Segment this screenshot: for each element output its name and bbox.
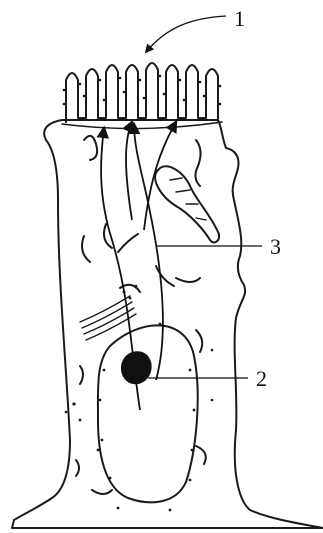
label-1: 1 (234, 6, 245, 31)
microvilli (63, 63, 222, 122)
label-3: 3 (270, 234, 281, 259)
cell-membrane (12, 120, 323, 528)
terminal-web (62, 122, 222, 129)
label-1-arrow (146, 16, 226, 52)
label-2: 2 (256, 366, 267, 391)
mitochondrion (155, 166, 219, 242)
nucleus (98, 323, 198, 503)
